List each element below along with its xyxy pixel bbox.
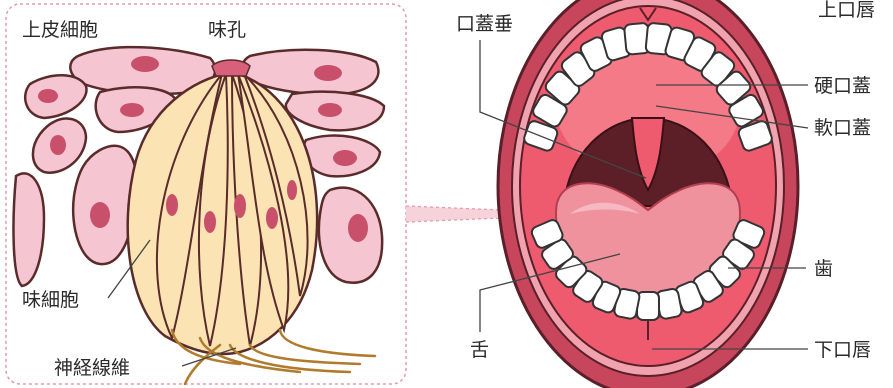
- nucleus: [90, 202, 110, 228]
- label-upper-lip: 上口唇: [818, 0, 875, 21]
- label-nerve-fiber: 神経線維: [54, 357, 130, 379]
- nucleus: [314, 65, 342, 81]
- label-taste-cell: 味細胞: [22, 289, 79, 311]
- label-hard-palate: 硬口蓋: [814, 75, 871, 97]
- nucleus: [38, 89, 58, 103]
- taste-bud-panel: 上皮細胞 味孔 味細胞 神経線維: [6, 4, 406, 384]
- label-tongue: 舌: [470, 339, 489, 361]
- label-taste-pore: 味孔: [208, 19, 246, 41]
- label-lower-lip: 下口唇: [814, 339, 871, 361]
- nerve-fiber: [280, 330, 375, 356]
- nucleus: [50, 135, 66, 155]
- nucleus: [204, 211, 216, 233]
- nucleus: [333, 150, 357, 166]
- nucleus: [234, 194, 246, 218]
- mouth-panel: 上口唇 口蓋垂 硬口蓋 軟口蓋 歯 舌 下口唇: [456, 0, 875, 388]
- nucleus: [120, 103, 144, 117]
- epithelial-cell: [14, 173, 44, 286]
- label-teeth: 歯: [814, 258, 833, 280]
- label-uvula: 口蓋垂: [456, 13, 513, 35]
- nucleus: [266, 207, 278, 229]
- nucleus: [166, 194, 178, 216]
- nucleus: [318, 103, 342, 117]
- label-soft-palate: 軟口蓋: [814, 117, 871, 139]
- nucleus: [287, 180, 297, 200]
- nucleus: [131, 56, 159, 72]
- label-epithelial-cell: 上皮細胞: [22, 19, 98, 41]
- nucleus: [348, 214, 368, 242]
- taste-pore: [212, 60, 250, 76]
